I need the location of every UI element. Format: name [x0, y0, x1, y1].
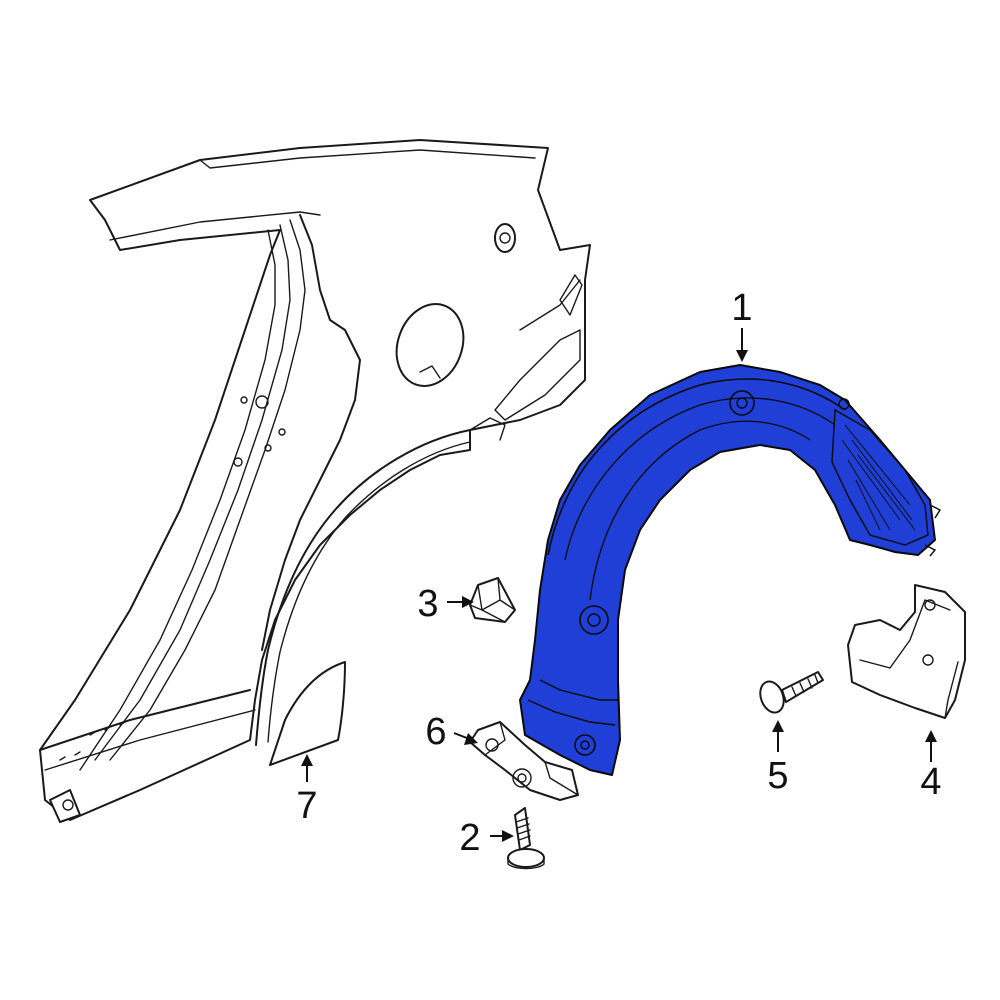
trim-pad-part-7 [269, 661, 346, 766]
bolt-part-5 [759, 671, 824, 714]
callout-arrows [301, 328, 937, 842]
callout-6: 6 [425, 711, 446, 753]
callout-7: 7 [296, 785, 317, 827]
mud-flap-part-4 [847, 584, 966, 719]
callout-5: 5 [767, 755, 788, 797]
clip-nut-part-3 [469, 577, 516, 623]
quarter-panel [39, 139, 591, 823]
callout-2: 2 [459, 817, 480, 859]
screw-part-2 [507, 807, 545, 870]
bracket-part-6 [469, 721, 579, 801]
callout-4: 4 [920, 761, 941, 803]
callout-3: 3 [417, 583, 438, 625]
callout-1: 1 [731, 287, 752, 329]
fender-liner-part-1 [519, 364, 942, 776]
